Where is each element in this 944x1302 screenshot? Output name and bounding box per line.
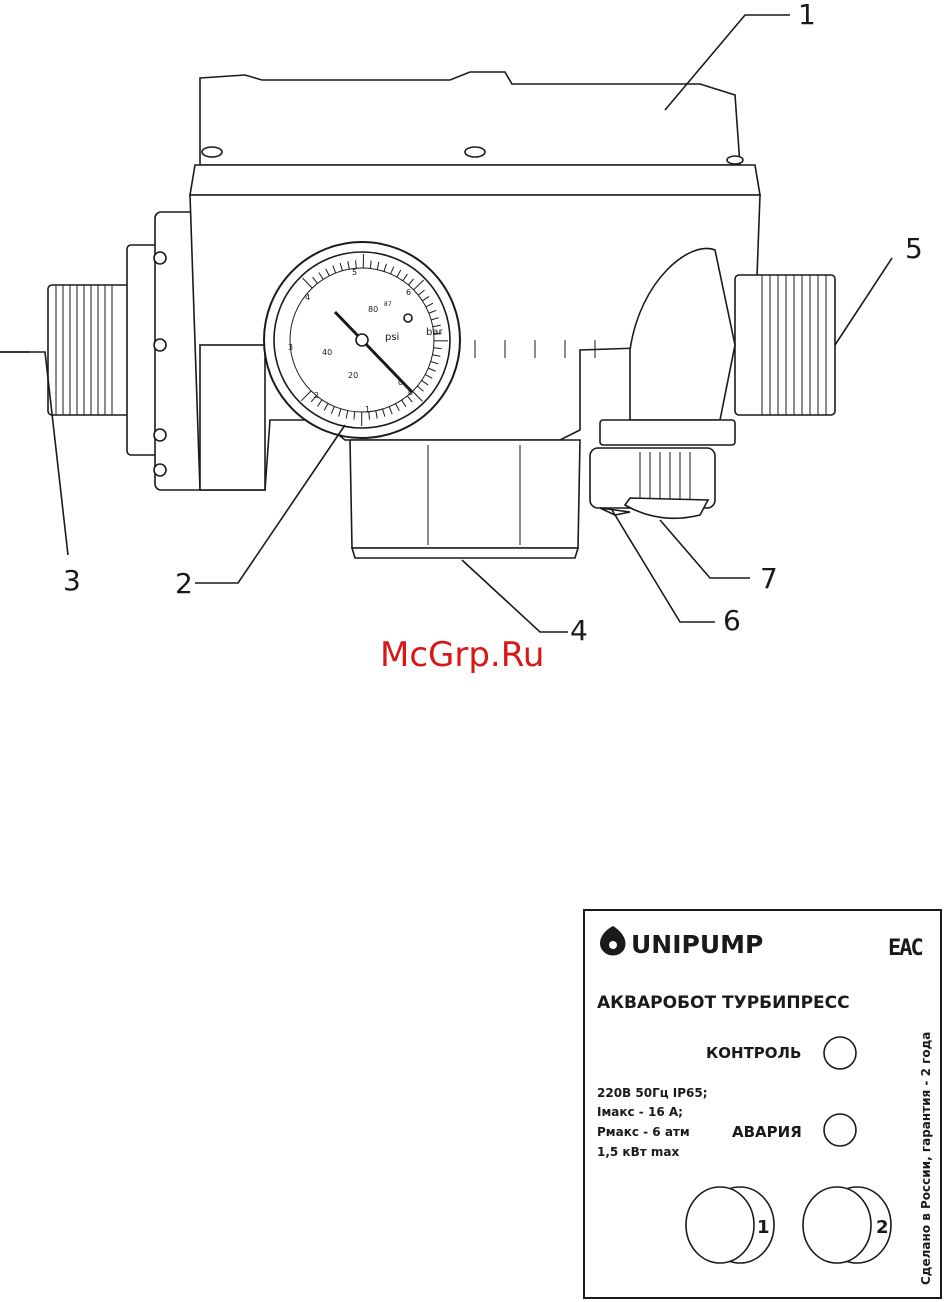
left-threaded-fitting bbox=[48, 212, 205, 490]
callout-7: 7 bbox=[760, 562, 778, 595]
gauge-bar-4: 4 bbox=[305, 293, 310, 302]
eac-mark: EAC bbox=[888, 936, 922, 961]
button-2[interactable]: 2 bbox=[803, 1187, 891, 1263]
callout-2: 2 bbox=[175, 567, 193, 600]
right-threaded-fitting bbox=[735, 275, 835, 415]
indicator-control-label: КОНТРОЛЬ bbox=[706, 1044, 801, 1062]
brand-name: UNIPUMP bbox=[631, 930, 763, 959]
callout-5: 5 bbox=[905, 232, 923, 265]
gauge-bar-1: 1 bbox=[365, 405, 370, 414]
spec-line-4: 1,5 кВт max bbox=[597, 1145, 679, 1159]
gauge-unit-bar: bar bbox=[426, 327, 443, 338]
gauge-unit-psi: psi bbox=[385, 332, 399, 343]
gauge-psi-20: 20 bbox=[348, 371, 358, 380]
gauge-psi-40: 40 bbox=[322, 348, 332, 357]
callout-1: 1 bbox=[798, 0, 816, 31]
pressure-gauge: 0 1 2 3 4 5 6 0 20 40 80 87 psi bar bbox=[264, 242, 460, 438]
gauge-bar-0: 0 bbox=[408, 388, 413, 397]
device-drawing: 0 1 2 3 4 5 6 0 20 40 80 87 psi bar 1 2 … bbox=[0, 0, 944, 700]
button-1[interactable]: 1 bbox=[686, 1187, 774, 1263]
callout-3: 3 bbox=[63, 564, 81, 597]
callout-4: 4 bbox=[570, 614, 588, 647]
gauge-psi-0: 0 bbox=[398, 378, 403, 387]
product-name: АКВАРОБОТ ТУРБИПРЕСС bbox=[597, 993, 850, 1013]
warranty-text: Сделано в России, гарантия - 2 года bbox=[919, 1032, 933, 1285]
watermark: McGrp.Ru bbox=[380, 635, 544, 675]
indicator-alarm-led bbox=[824, 1114, 856, 1146]
spec-line-1: 220В 50Гц IP65; bbox=[597, 1086, 708, 1100]
top-cover bbox=[190, 72, 760, 195]
gauge-psi-87: 87 bbox=[384, 301, 392, 308]
spec-line-3: Рмакс - 6 атм bbox=[597, 1125, 690, 1139]
button-2-label: 2 bbox=[876, 1217, 889, 1238]
gauge-bar-5: 5 bbox=[352, 268, 357, 277]
indicator-control-led bbox=[824, 1037, 856, 1069]
gauge-bar-3: 3 bbox=[288, 343, 293, 352]
gauge-psi-80: 80 bbox=[368, 305, 378, 314]
button-1-label: 1 bbox=[757, 1217, 770, 1238]
bottom-socket bbox=[350, 440, 580, 558]
gauge-bar-2: 2 bbox=[314, 391, 319, 400]
indicator-alarm-label: АВАРИЯ bbox=[732, 1123, 802, 1141]
callout-6: 6 bbox=[723, 604, 741, 637]
front-panel-label: UNIPUMP EAC АКВАРОБОТ ТУРБИПРЕСС КОНТРОЛ… bbox=[0, 900, 944, 1302]
spec-line-2: Iмакс - 16 А; bbox=[597, 1105, 683, 1119]
gauge-bar-6: 6 bbox=[406, 288, 411, 297]
